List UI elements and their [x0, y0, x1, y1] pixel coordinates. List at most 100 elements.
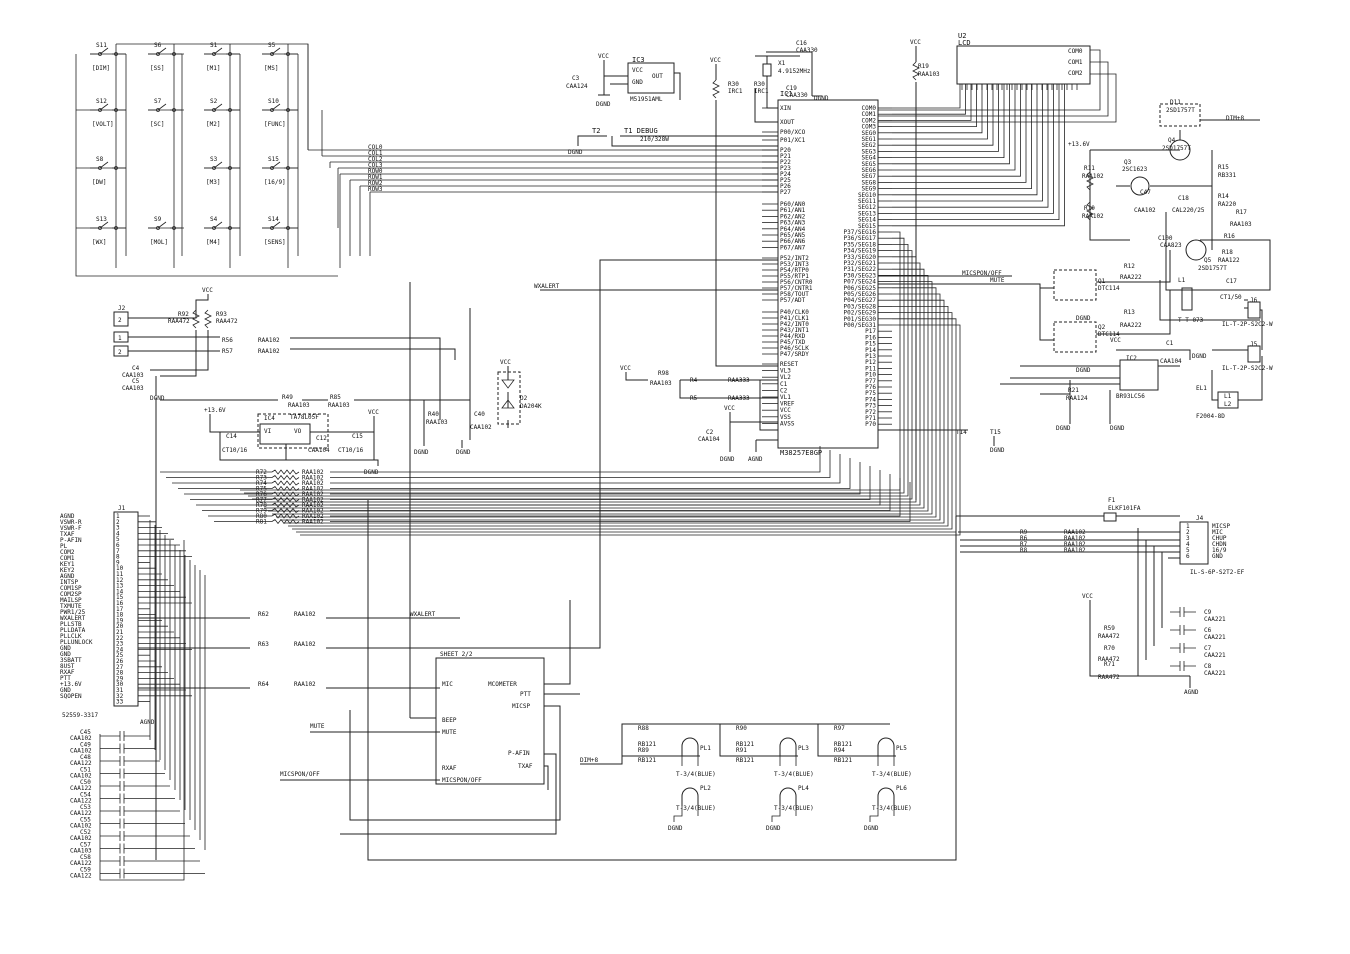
ic1-pin-label: P61/AN1	[780, 207, 806, 214]
r56-ref: R56	[222, 337, 233, 344]
key-ref: S11	[96, 42, 107, 49]
ic1-pin-label: SEG10	[858, 192, 876, 199]
r18-ref: R18	[1222, 249, 1233, 256]
lamp-pair: R97RB121R94RB121PL5T-3/4(BLUE)PL6T-3/4(B…	[834, 725, 912, 832]
r30-val2: IRC1	[728, 88, 743, 95]
key-label: [SS]	[150, 65, 164, 72]
keypad-key: S10[FUNC]	[262, 98, 298, 128]
ic1-pin-label: SEG3	[862, 148, 877, 155]
ic1-pin-label: P12	[865, 359, 876, 366]
ic1-pin-label: P23	[780, 165, 791, 172]
ic1-pin-label: P58/TOUT	[780, 291, 809, 298]
cap-val: CAA122	[70, 860, 92, 867]
cap-val: CAA102	[70, 748, 92, 755]
dgnd-label: DGND	[1056, 425, 1071, 432]
d11-ref: D11	[1170, 99, 1181, 106]
ic1-pin-label: SEG12	[858, 204, 876, 211]
r40-val: RAA103	[426, 419, 448, 426]
keypad-key: S5[MS]	[262, 42, 298, 72]
r98-ref: R98	[658, 370, 669, 377]
r14-ref: R14	[1218, 193, 1229, 200]
c47-val: CAA102	[1134, 207, 1156, 214]
j1-pin-num: 24	[116, 646, 124, 653]
ic1-pin-label: VL3	[780, 368, 791, 375]
r85-ref: R85	[330, 394, 341, 401]
ic1-pin-label: P16	[865, 334, 876, 341]
vcc-label: VCC	[1110, 337, 1121, 344]
key-label: [SC]	[150, 121, 164, 128]
r30-val: IRC1	[754, 88, 769, 95]
rarray-val: RAA102	[302, 469, 324, 476]
j1-pin-num: 17	[116, 606, 124, 613]
r92-val: RAA472	[168, 318, 190, 325]
lamp-type: T-3/4(BLUE)	[676, 771, 716, 778]
q4-ref: Q4	[1168, 137, 1176, 144]
j1-pin-label: PLLSTB	[60, 621, 82, 628]
j1-pin-num: 32	[116, 693, 124, 700]
wxalert-label: WXALERT	[534, 283, 560, 290]
key-label: [16/9]	[264, 179, 286, 186]
j4-pin-num: 5	[1186, 547, 1190, 554]
scan-line-label: ROW1	[368, 174, 383, 181]
r92-ref: R92	[178, 311, 189, 318]
c100-val: CAA823	[1160, 242, 1182, 249]
r40-ref: R40	[428, 411, 439, 418]
ic1-pin-label: P64/AN4	[780, 226, 806, 233]
scan-line-label: ROW2	[368, 180, 383, 187]
j1-pin-num: 31	[116, 687, 124, 694]
cap-ref: C7	[1204, 645, 1212, 652]
r7-val: RAA102	[1064, 541, 1086, 548]
j2-pin: 2	[118, 317, 122, 324]
r62-ref: R62	[258, 611, 269, 618]
c12-val: CAA104	[308, 447, 330, 454]
reset-area: VCC R98 RAA103 R4 RAA333 R5 RAA333 VCC C…	[620, 365, 778, 463]
r17-ref: R17	[1236, 209, 1247, 216]
j1-pin-num: 20	[116, 623, 124, 630]
ic1-pin-label: P31/SEG22	[843, 266, 876, 273]
j1-pin-num: 12	[116, 577, 124, 584]
j1-pin-label: COM2SP	[60, 591, 82, 598]
q3-val: 2SC1623	[1122, 166, 1148, 173]
rarray-ref: R80	[256, 513, 267, 520]
keypad-matrix: S11[DIM]S6[SS]S1[M1]S5[MS]S12[VOLT]S7[SC…	[75, 42, 338, 277]
j4-pin-num: 4	[1186, 541, 1190, 548]
scan-line-label: COL0	[368, 144, 383, 151]
cap-ref: C54	[80, 792, 91, 799]
j1-pin-num: 3	[116, 525, 120, 532]
ic3-vcc: VCC	[632, 67, 643, 74]
dgnd-label: DGND	[1192, 353, 1207, 360]
j1-pin-label: MAILSP	[60, 597, 82, 604]
r71-val: RAA472	[1098, 674, 1120, 681]
f1-ref: F1	[1108, 497, 1116, 504]
r30-ref2: R30	[728, 81, 739, 88]
j2-pin: 1	[118, 335, 122, 342]
j1-pin-num: 8	[116, 554, 120, 561]
c5-ref: C5	[132, 378, 140, 385]
rarray-val: RAA102	[302, 508, 324, 515]
ic1-pin-label: P11	[865, 365, 876, 372]
key-ref: S2	[210, 98, 218, 105]
micspon-label: MICSPON/OFF	[962, 270, 1002, 277]
j1-pin-num: 2	[116, 519, 120, 526]
dgnd-label: DGND	[1076, 367, 1091, 374]
r62-val: RAA102	[294, 611, 316, 618]
r93-ref: R93	[216, 311, 227, 318]
cap-val: CAA102	[70, 823, 92, 830]
r7-ref: R7	[1020, 541, 1028, 548]
c5-val: CAA103	[122, 385, 144, 392]
ic1-pin-label: VL2	[780, 374, 791, 381]
ic1-pin-label: P20	[780, 147, 791, 154]
dgnd-label: DGND	[990, 447, 1005, 454]
sheet2-port-beep: BEEP	[442, 717, 457, 724]
ic1-pin-label: P27	[780, 189, 791, 196]
j1-pin-num: 1	[116, 513, 120, 520]
cap-val: CAA221	[1204, 652, 1226, 659]
ic1-pin-label: P60/AN0	[780, 201, 806, 208]
ic1-pin-label: P32/SEG21	[843, 260, 876, 267]
lamp-pair: R90RB121R91RB121PL3T-3/4(BLUE)PL4T-3/4(B…	[736, 725, 814, 832]
d2-val: DA204K	[520, 403, 542, 410]
key-label: [M4]	[206, 239, 220, 246]
ic1-pin-label: P14	[865, 347, 876, 354]
ic1-pin-label: P06/SEG25	[843, 285, 876, 292]
